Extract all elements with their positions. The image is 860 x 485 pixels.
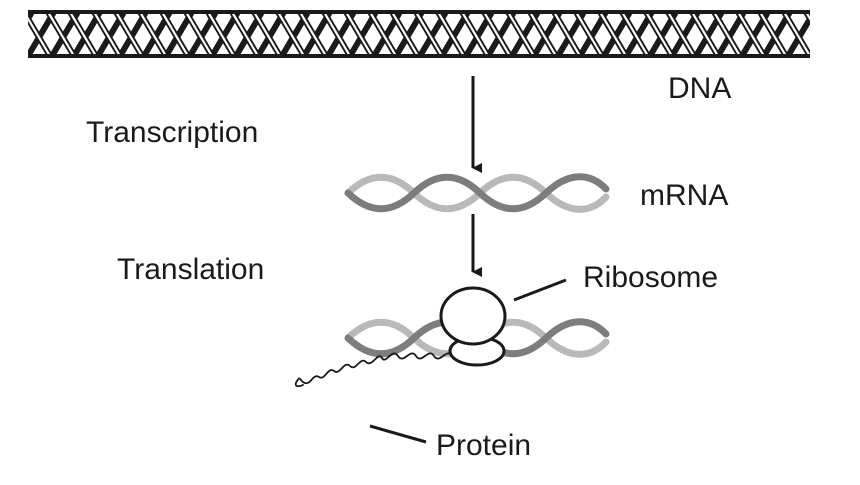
mrna-label: mRNA — [640, 179, 728, 212]
translation-label: Translation — [117, 253, 264, 286]
ribosome-pointer-line — [513, 278, 567, 302]
dna-label: DNA — [668, 72, 731, 105]
ribosome — [439, 286, 507, 367]
protein-pointer-line — [369, 424, 427, 444]
ribosome-large-subunit — [439, 286, 507, 346]
protein-label: Protein — [436, 429, 531, 462]
protein-chain — [294, 352, 453, 388]
mrna-strand — [344, 173, 610, 213]
dna-helix — [28, 10, 810, 58]
transcription-label: Transcription — [86, 116, 258, 149]
dna-band — [28, 12, 810, 56]
ribosome-label: Ribosome — [583, 261, 718, 294]
